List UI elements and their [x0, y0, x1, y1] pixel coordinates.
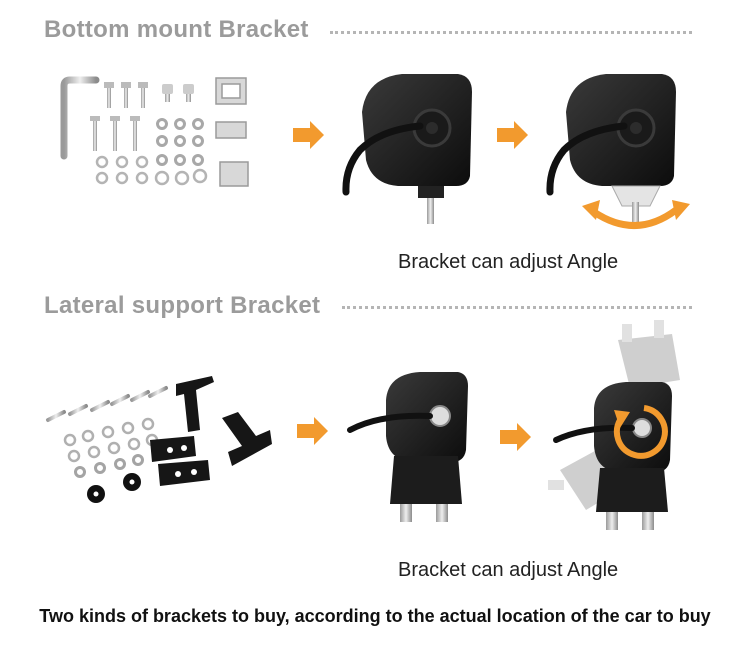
nut-icon [156, 118, 204, 166]
light-housing-icon [548, 320, 680, 530]
caption-bottom-mount: Bracket can adjust Angle [398, 251, 619, 273]
light-housing-icon [347, 372, 468, 522]
washer-icon [87, 473, 141, 503]
title-divider-2 [342, 306, 692, 309]
rotate-arrow-icon [613, 405, 668, 459]
allen-key-icon [60, 76, 100, 160]
washer-icon [63, 417, 159, 463]
section-title-bottom-mount: Bottom mount Bracket [44, 16, 309, 43]
bracket-icon [215, 77, 249, 187]
arrow-right-icon [500, 423, 531, 451]
footer-note: Two kinds of brackets to buy, according … [39, 606, 711, 626]
bolt-icon [46, 386, 168, 422]
arrow-right-icon [497, 121, 528, 149]
bolt-icon [104, 82, 194, 108]
arrow-right-icon [293, 121, 324, 149]
light-housing-icon [546, 74, 676, 222]
bolt-icon [90, 116, 140, 151]
section-title-lateral-support: Lateral support Bracket [44, 292, 321, 319]
bottom-mount-parts-kit [60, 76, 249, 187]
nut-icon [74, 454, 144, 478]
bracket-icon [150, 376, 272, 486]
arrow-right-icon [297, 417, 328, 445]
caption-lateral-support: Bracket can adjust Angle [398, 559, 619, 581]
title-divider-1 [330, 31, 692, 34]
washer-icon [95, 155, 208, 186]
lateral-support-parts-kit [46, 376, 272, 503]
light-housing-icon [342, 74, 472, 224]
curved-double-arrow-icon [582, 200, 690, 229]
